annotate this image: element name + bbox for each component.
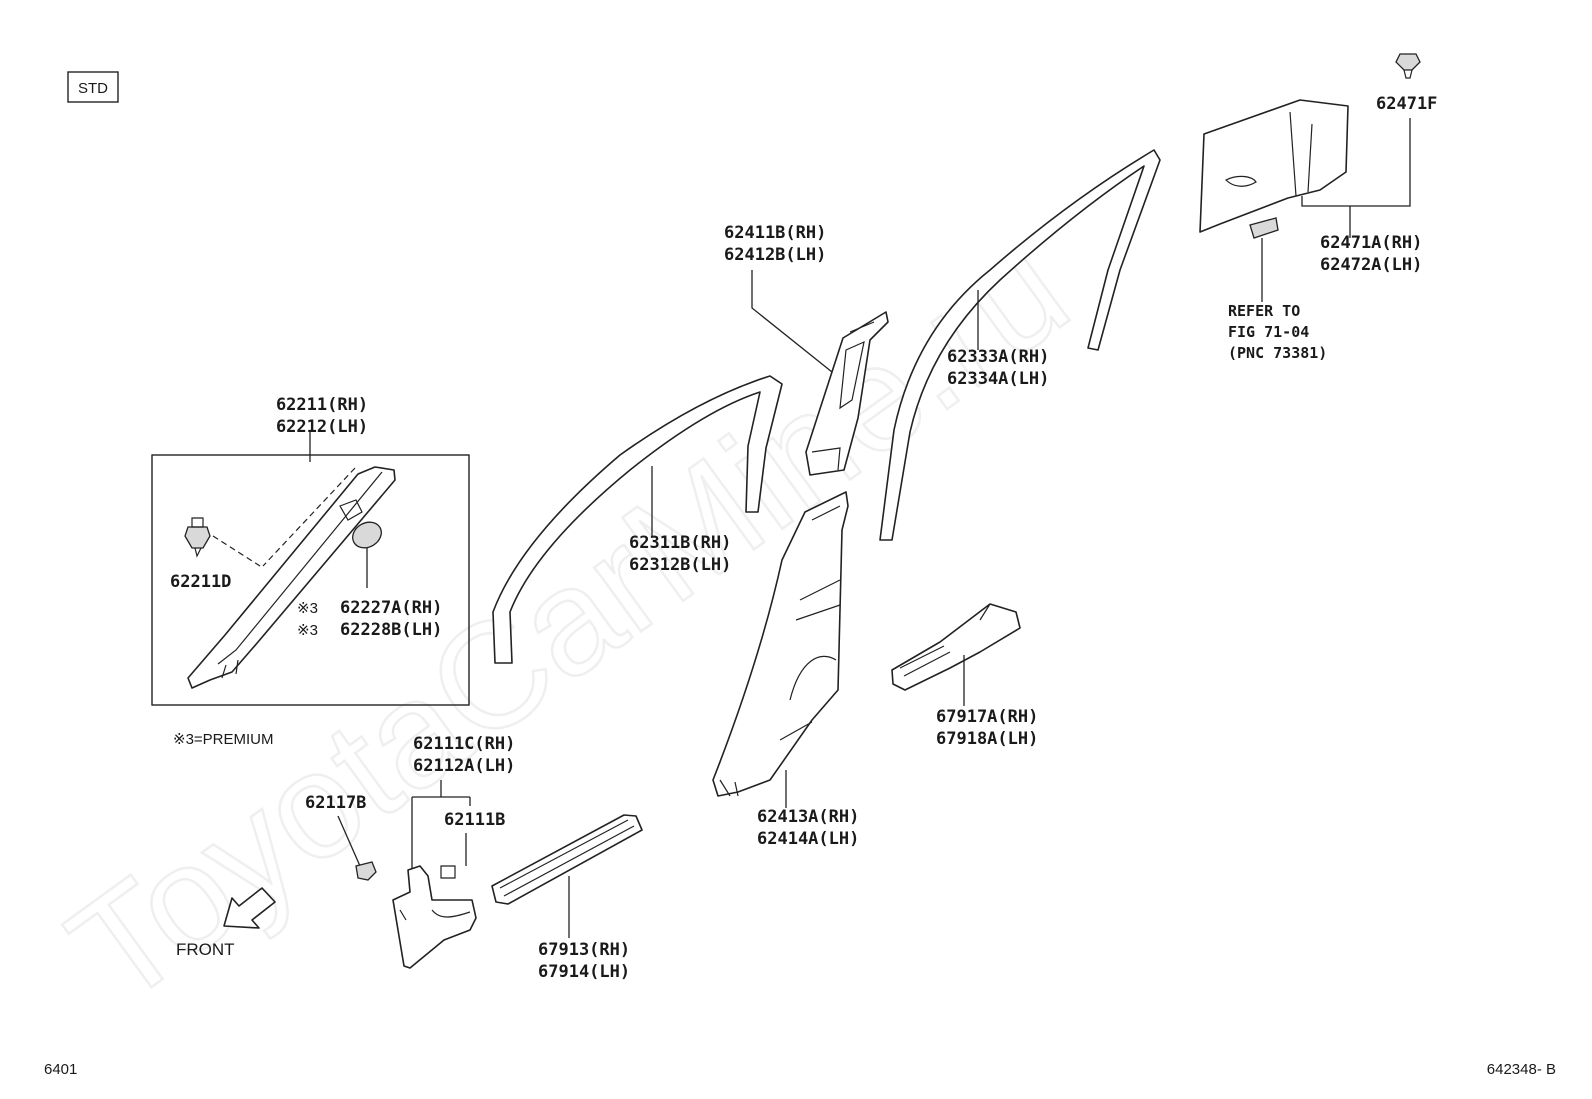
center-pillar-lower-garnish [712, 491, 849, 797]
refer-line-1: REFER TO [1228, 302, 1300, 320]
label-62117b: 62117B [305, 793, 366, 813]
front-arrow-icon [223, 887, 276, 929]
premium-mark-lh: ※3 [297, 622, 318, 639]
rear-door-opening-trim [879, 149, 1161, 541]
roof-side-inner-garnish [1199, 99, 1349, 233]
label-67913-rh: 67913(RH) [538, 940, 630, 960]
label-62471a-lh: 62472A(LH) [1320, 255, 1422, 275]
label-62227a-rh: 62227A(RH) [340, 598, 442, 618]
label-62411-rh: 62411B(RH) [724, 223, 826, 243]
front-door-opening-trim [492, 375, 783, 664]
footer-page-code: 6401 [44, 1061, 77, 1078]
refer-line-3: (PNC 73381) [1228, 344, 1327, 362]
hook-73381-icon [1249, 217, 1279, 239]
clip-62111b-icon [440, 865, 456, 879]
label-62311-rh: 62311B(RH) [629, 533, 731, 553]
variant-badge-label: STD [78, 80, 108, 97]
clip-62471f-icon [1395, 53, 1421, 79]
rear-scuff-plate [891, 603, 1021, 691]
clip-dashed-guide [212, 535, 261, 567]
a-pillar-dashed-guide [262, 467, 356, 567]
footer-figure-code: 642348- B [1487, 1061, 1556, 1078]
label-62471f: 62471F [1376, 94, 1437, 114]
label-67917-rh: 67917A(RH) [936, 707, 1038, 727]
label-62471a-rh: 62471A(RH) [1320, 233, 1422, 253]
label-62333-lh: 62334A(LH) [947, 369, 1049, 389]
front-scuff-plate [491, 814, 643, 905]
label-62311-lh: 62312B(LH) [629, 555, 731, 575]
clip-62211d-icon [184, 517, 211, 558]
leader-62111c [411, 780, 471, 872]
leader-62117b [337, 815, 361, 867]
a-pillar-garnish [187, 466, 396, 689]
leader-62411 [751, 270, 833, 373]
variant-badge: STD [67, 71, 119, 103]
label-62411-lh: 62412B(LH) [724, 245, 826, 265]
clip-62117b-icon [355, 861, 377, 881]
label-62211-rh: 62211(RH) [276, 395, 368, 415]
label-62211-lh: 62212(LH) [276, 417, 368, 437]
leader-62471a [1301, 118, 1411, 238]
label-62111c-lh: 62112A(LH) [413, 756, 515, 776]
label-67913-lh: 67914(LH) [538, 962, 630, 982]
cap-62227a-icon [352, 521, 382, 549]
center-pillar-upper-garnish [805, 311, 889, 476]
label-62227a-lh: 62228B(LH) [340, 620, 442, 640]
label-62211d: 62211D [170, 572, 231, 592]
label-62413-lh: 62414A(LH) [757, 829, 859, 849]
label-67917-lh: 67918A(LH) [936, 729, 1038, 749]
refer-line-2: FIG 71-04 [1228, 323, 1309, 341]
label-62111c-rh: 62111C(RH) [413, 734, 515, 754]
front-label: FRONT [176, 940, 235, 959]
label-62413-rh: 62413A(RH) [757, 807, 859, 827]
premium-note: ※3=PREMIUM [173, 731, 274, 748]
label-62333-rh: 62333A(RH) [947, 347, 1049, 367]
label-62111b: 62111B [444, 810, 505, 830]
premium-mark-rh: ※3 [297, 600, 318, 617]
cowl-side-trim [392, 865, 477, 969]
